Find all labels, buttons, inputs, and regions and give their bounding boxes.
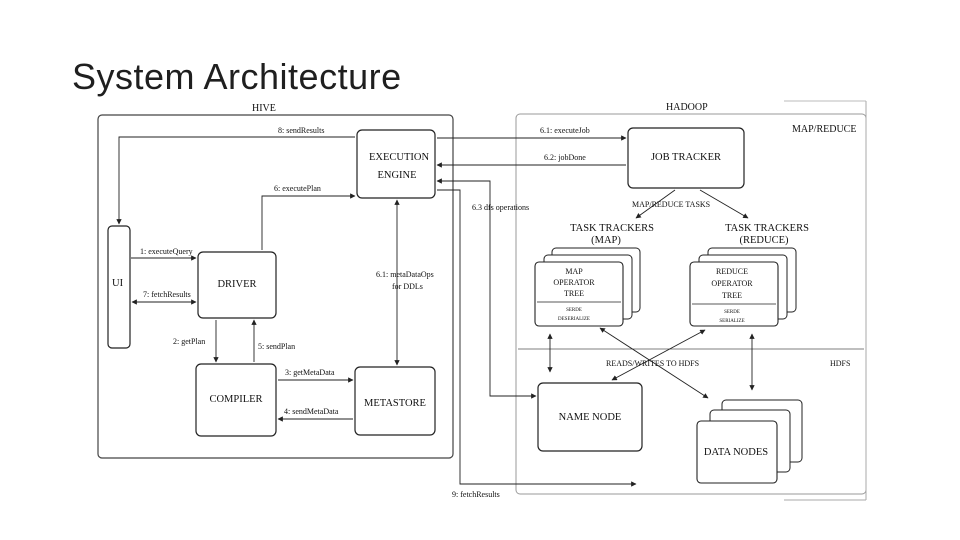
tt-reduce-title-2: (REDUCE) <box>740 235 789 246</box>
hive-label: HIVE <box>252 103 276 114</box>
reads-writes-label: READS/WRITES TO HDFS <box>606 359 699 368</box>
serde-reduce-2: SERIALIZE <box>719 319 744 324</box>
edge-get-plan: 2: getPlan <box>173 337 205 346</box>
mr-tasks-label: MAP/REDUCE TASKS <box>632 200 710 209</box>
edge-fetch-results-9: 9: fetchResults <box>452 490 500 499</box>
map-tree-label-1: MAP <box>565 267 583 276</box>
edge-execute-job: 6.1: executeJob <box>540 126 590 135</box>
mapreduce-label: MAP/REDUCE <box>792 124 856 135</box>
data-nodes-label: DATA NODES <box>704 447 768 458</box>
metastore-label: METASTORE <box>364 398 426 409</box>
reduce-tree-label-1: REDUCE <box>716 267 748 276</box>
compiler-label: COMPILER <box>209 394 262 405</box>
edge-get-meta-data: 3: getMetaData <box>285 368 335 377</box>
edge-metadata-ops-1: 6.1: metaDataOps <box>376 270 434 279</box>
edge-fetch-results-7: 7: fetchResults <box>143 290 191 299</box>
execution-engine-node <box>356 129 436 199</box>
serde-map-2: DESERIALIZE <box>558 317 590 322</box>
compiler-node <box>195 363 277 437</box>
map-tree-label-2: OPERATOR <box>553 278 595 287</box>
hdfs-label: HDFS <box>830 359 850 368</box>
edge-execute-plan: 6: executePlan <box>274 184 321 193</box>
edge-job-done: 6.2: jobDone <box>544 153 586 162</box>
hadoop-label: HADOOP <box>666 102 708 113</box>
driver-node <box>197 251 277 319</box>
edge-dfs-operations: 6.3 dfs operations <box>472 203 529 212</box>
serde-map-1: SERDE <box>566 308 582 313</box>
task-tracker-reduce-node <box>689 261 779 327</box>
execution-engine-label-1: EXECUTION <box>369 152 429 163</box>
edge-send-meta-data: 4: sendMetaData <box>284 407 339 416</box>
edge-send-results: 8: sendResults <box>278 126 324 135</box>
execution-engine-label-2: ENGINE <box>377 170 416 181</box>
name-node <box>537 382 643 452</box>
name-node-label: NAME NODE <box>559 412 622 423</box>
tt-map-title-2: (MAP) <box>591 235 621 246</box>
edge-execute-query: 1: executeQuery <box>140 247 193 256</box>
tt-map-title-1: TASK TRACKERS <box>570 223 654 234</box>
tt-reduce-title-1: TASK TRACKERS <box>725 223 809 234</box>
reduce-tree-label-2: OPERATOR <box>711 279 753 288</box>
edge-send-plan: 5: sendPlan <box>258 342 295 351</box>
serde-reduce-1: SERDE <box>724 310 740 315</box>
ui-label: UI <box>112 278 124 289</box>
page-title: System Architecture <box>72 56 402 97</box>
job-tracker-label: JOB TRACKER <box>651 152 721 163</box>
metastore-node <box>354 366 436 436</box>
ui-node <box>107 225 131 349</box>
driver-label: DRIVER <box>217 279 256 290</box>
reduce-tree-label-3: TREE <box>722 291 742 300</box>
job-tracker-node <box>627 127 745 189</box>
data-nodes-node <box>696 420 778 484</box>
edge-metadata-ops-2: for DDLs <box>392 282 423 291</box>
map-tree-label-3: TREE <box>564 289 584 298</box>
